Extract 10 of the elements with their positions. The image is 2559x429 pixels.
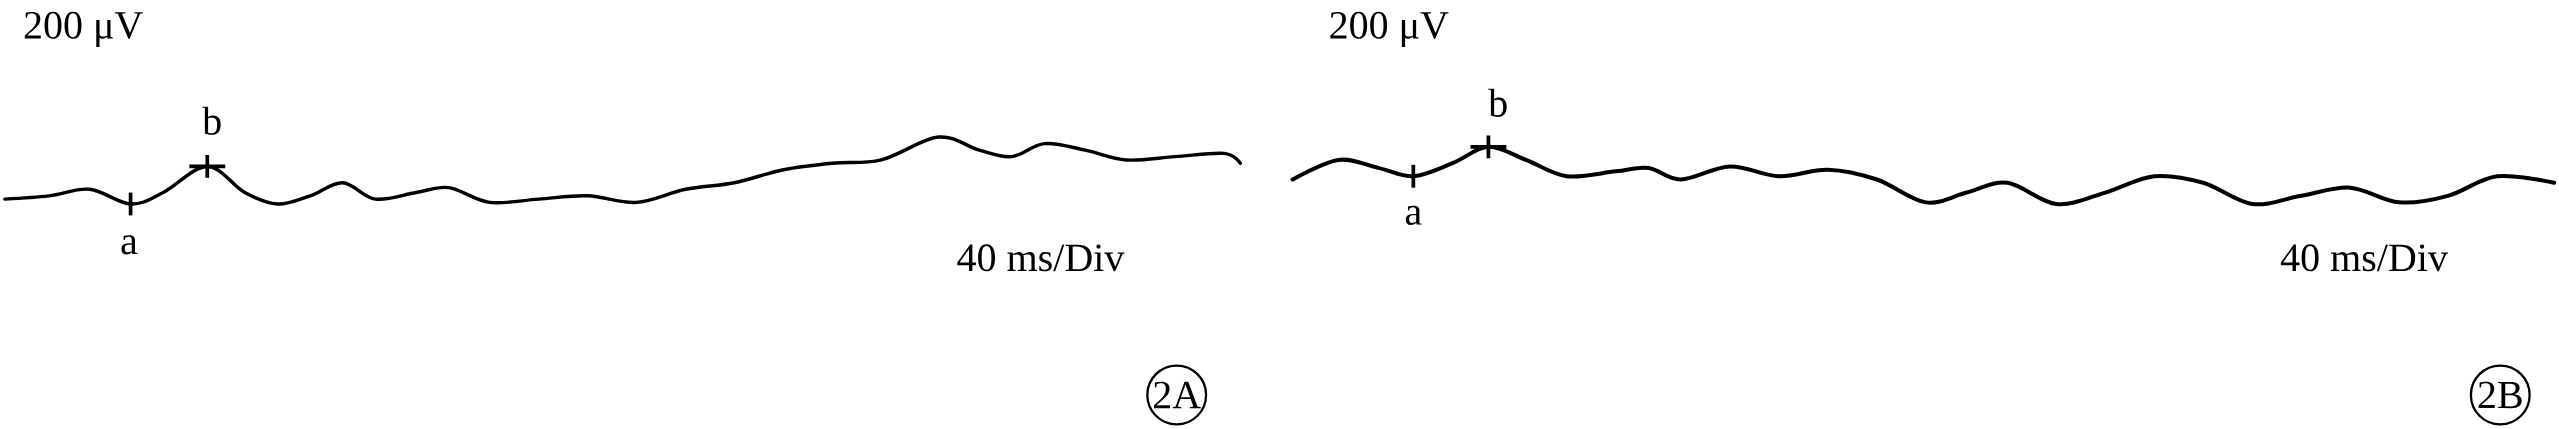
- axis-label: 200 μV: [24, 11, 143, 47]
- axis-label: a: [121, 235, 138, 255]
- axis-label: 40 ms/Div: [2280, 244, 2448, 272]
- panel-label: 2A: [1146, 364, 1208, 426]
- panel-label: 2B: [2469, 364, 2531, 426]
- axis-label: 40 ms/Div: [957, 244, 1125, 272]
- axis-label: a: [1405, 205, 1422, 225]
- axis-label: b: [202, 106, 221, 135]
- axis-label: 200 μV: [1330, 11, 1449, 47]
- axis-label: b: [1488, 88, 1507, 117]
